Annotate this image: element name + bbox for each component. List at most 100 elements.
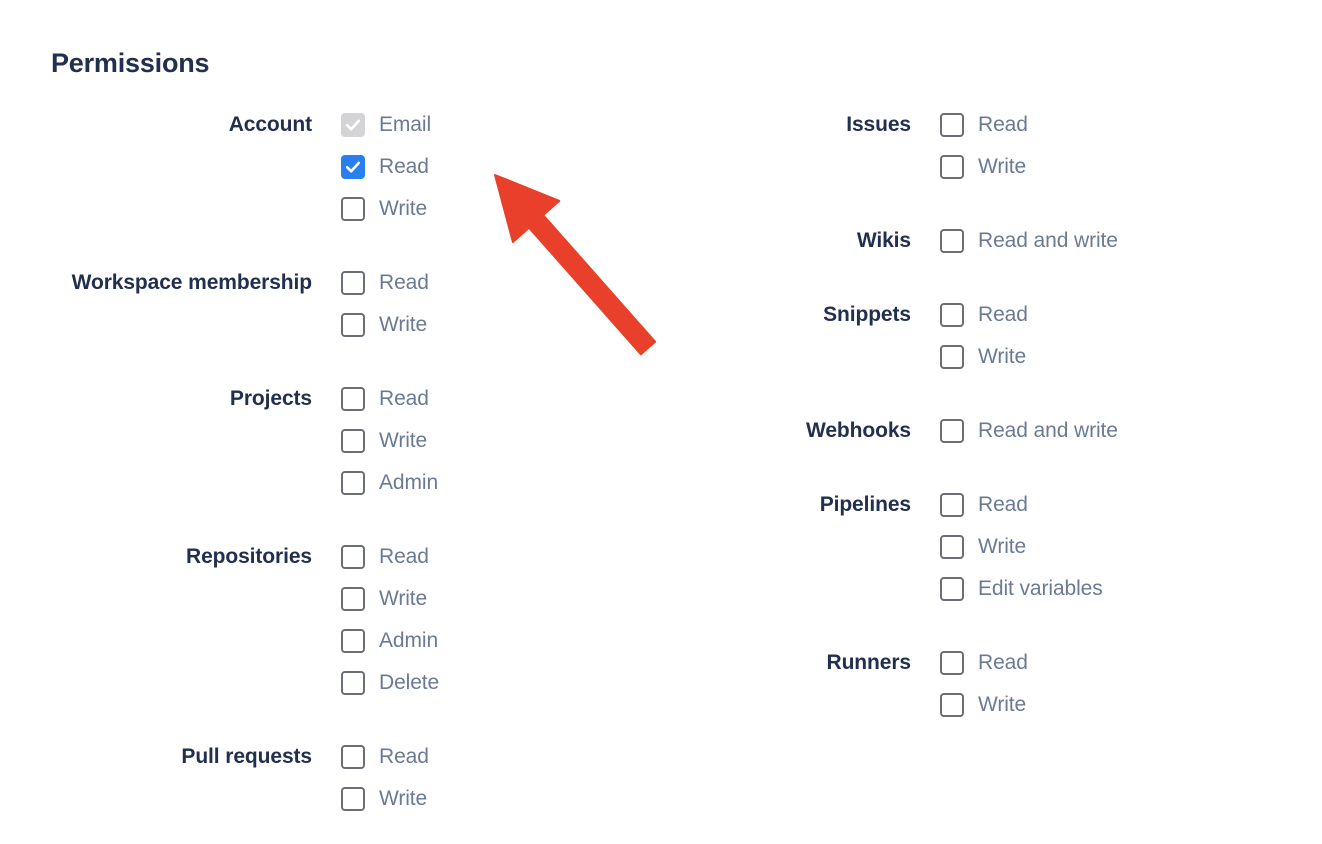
permission-group-label: Projects — [229, 387, 312, 410]
permission-option-snippets-write[interactable]: Write — [940, 336, 1322, 378]
permission-option-pipelines-edit-variables[interactable]: Edit variables — [940, 568, 1322, 610]
permission-option-pull-requests-write[interactable]: Write — [341, 778, 660, 820]
permission-group-label: Issues — [846, 113, 911, 136]
checkbox-pipelines-write[interactable] — [940, 535, 964, 559]
checkbox-account-write[interactable] — [341, 197, 365, 221]
permission-option-label: Write — [379, 787, 428, 810]
checkbox-repositories-delete[interactable] — [341, 671, 365, 695]
checkbox-projects-write[interactable] — [341, 429, 365, 453]
permission-option-account-email[interactable]: Email — [341, 104, 660, 146]
permission-option-repositories-admin[interactable]: Admin — [341, 620, 660, 662]
permission-option-account-read[interactable]: Read — [341, 146, 660, 188]
permission-option-webhooks-read-and-write[interactable]: Read and write — [940, 410, 1322, 452]
permission-group-label: Snippets — [823, 303, 911, 326]
checkbox-repositories-read[interactable] — [341, 545, 365, 569]
checkbox-webhooks-read-and-write[interactable] — [940, 419, 964, 443]
checkbox-projects-read[interactable] — [341, 387, 365, 411]
permission-group-label: Pull requests — [181, 745, 312, 768]
permission-option-pull-requests-read[interactable]: Read — [341, 736, 660, 778]
permission-option-projects-admin[interactable]: Admin — [341, 462, 660, 504]
permission-option-workspace-membership-read[interactable]: Read — [341, 262, 660, 304]
permission-option-issues-read[interactable]: Read — [940, 104, 1322, 146]
checkbox-snippets-write[interactable] — [940, 345, 964, 369]
checkbox-pipelines-read[interactable] — [940, 493, 964, 517]
permission-group-label: Repositories — [186, 545, 312, 568]
permission-option-label: Email — [379, 113, 432, 136]
checkbox-issues-write[interactable] — [940, 155, 964, 179]
checkbox-repositories-admin[interactable] — [341, 629, 365, 653]
checkbox-pull-requests-write[interactable] — [341, 787, 365, 811]
permission-group-label: Runners — [826, 651, 912, 674]
permission-option-account-write[interactable]: Write — [341, 188, 660, 230]
checkbox-projects-admin[interactable] — [341, 471, 365, 495]
permission-option-wikis-read-and-write[interactable]: Read and write — [940, 220, 1322, 262]
checkbox-account-read[interactable] — [341, 155, 365, 179]
permission-group-webhooks: Webhooks Read and write — [660, 410, 1322, 452]
permission-option-label: Write — [379, 313, 428, 336]
permission-option-label: Read — [978, 303, 1028, 326]
permission-option-workspace-membership-write[interactable]: Write — [341, 304, 660, 346]
permission-option-snippets-read[interactable]: Read — [940, 294, 1322, 336]
permission-option-label: Write — [978, 155, 1027, 178]
checkbox-workspace-membership-write[interactable] — [341, 313, 365, 337]
permission-option-label: Write — [978, 345, 1027, 368]
permission-group-label: Account — [228, 113, 312, 136]
permission-group-options: Read and write — [940, 220, 1322, 262]
checkbox-runners-write[interactable] — [940, 693, 964, 717]
permission-group-label: Pipelines — [819, 493, 911, 516]
permission-option-projects-read[interactable]: Read — [341, 378, 660, 420]
permission-option-label: Read — [379, 387, 429, 410]
checkbox-account-email — [341, 113, 365, 137]
permission-option-repositories-delete[interactable]: Delete — [341, 662, 660, 704]
checkbox-workspace-membership-read[interactable] — [341, 271, 365, 295]
permission-option-label: Read and write — [978, 229, 1118, 252]
page-title: Permissions — [51, 48, 210, 78]
checkbox-pull-requests-read[interactable] — [341, 745, 365, 769]
checkbox-repositories-write[interactable] — [341, 587, 365, 611]
checkbox-wikis-read-and-write[interactable] — [940, 229, 964, 253]
permission-option-label: Read — [379, 745, 429, 768]
permission-option-label: Admin — [379, 471, 439, 494]
permission-group-label: Workspace membership — [71, 271, 312, 294]
permission-option-label: Read — [978, 651, 1028, 674]
permission-option-label: Edit variables — [978, 577, 1103, 600]
permission-group-label: Webhooks — [806, 419, 911, 442]
permission-option-label: Read — [978, 493, 1028, 516]
permission-option-runners-write[interactable]: Write — [940, 684, 1322, 726]
permission-option-issues-write[interactable]: Write — [940, 146, 1322, 188]
permission-option-pipelines-read[interactable]: Read — [940, 484, 1322, 526]
permission-option-pipelines-write[interactable]: Write — [940, 526, 1322, 568]
permission-option-label: Read — [379, 155, 429, 178]
checkbox-snippets-read[interactable] — [940, 303, 964, 327]
permission-option-projects-write[interactable]: Write — [341, 420, 660, 462]
permission-option-label: Read — [379, 545, 429, 568]
permission-option-runners-read[interactable]: Read — [940, 642, 1322, 684]
checkbox-issues-read[interactable] — [940, 113, 964, 137]
permission-option-label: Read and write — [978, 419, 1118, 442]
checkbox-runners-read[interactable] — [940, 651, 964, 675]
checkbox-pipelines-edit-variables[interactable] — [940, 577, 964, 601]
permission-option-repositories-read[interactable]: Read — [341, 536, 660, 578]
permission-group-options: Read and write — [940, 410, 1322, 452]
permission-option-repositories-write[interactable]: Write — [341, 578, 660, 620]
permission-option-label: Write — [379, 197, 428, 220]
